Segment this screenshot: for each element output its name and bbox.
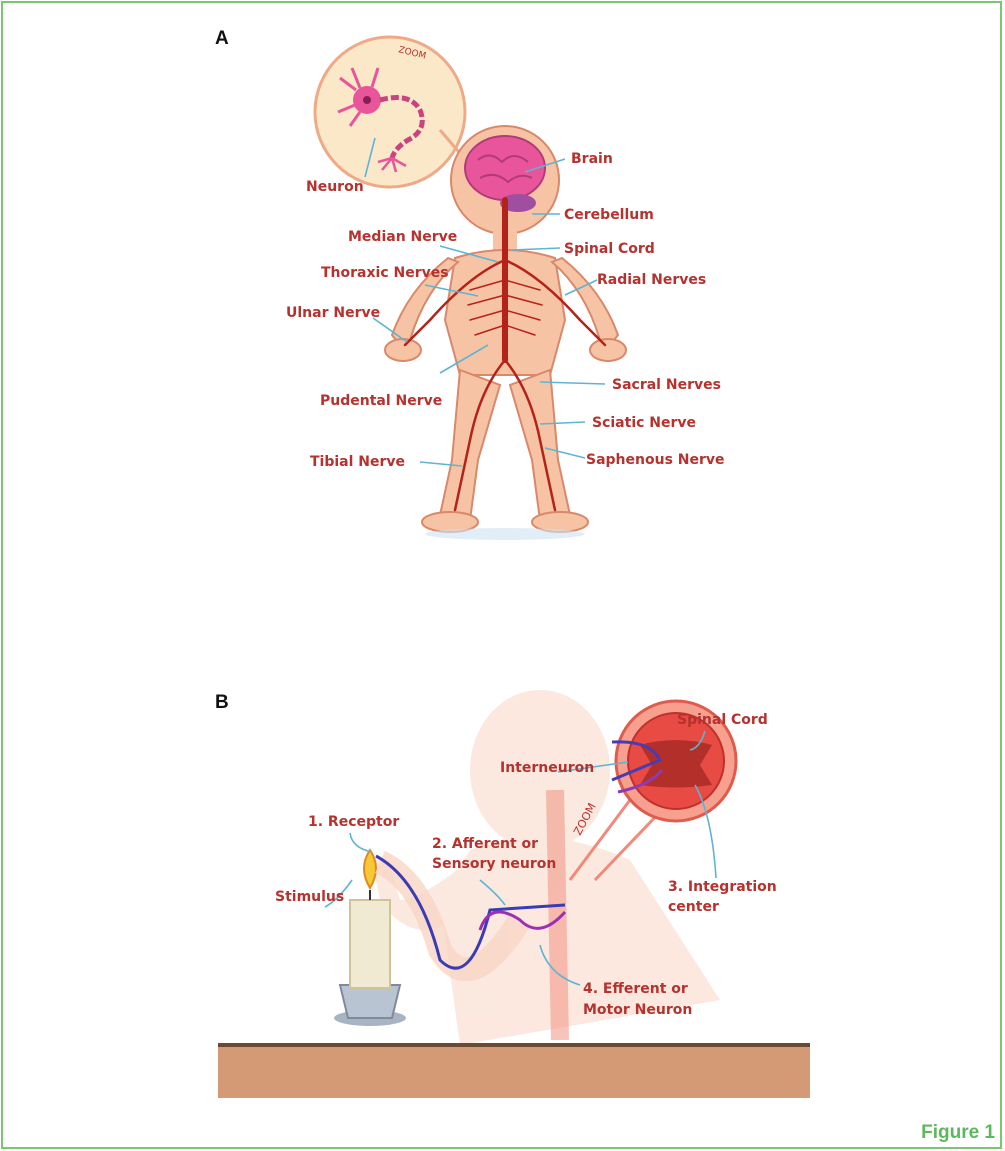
label-thoracic-nerves: Thoraxic Nerves xyxy=(321,265,449,281)
label-afferent-line1: 2. Afferent or xyxy=(432,836,538,852)
label-tibial-nerve: Tibial Nerve xyxy=(310,454,405,470)
label-afferent-line2: Sensory neuron xyxy=(432,856,556,872)
table-surface xyxy=(218,1043,810,1098)
label-ulnar-nerve: Ulnar Nerve xyxy=(286,305,380,321)
label-cerebellum: Cerebellum xyxy=(564,207,654,223)
label-stimulus: Stimulus xyxy=(275,889,344,905)
label-integration-line1: 3. Integration xyxy=(668,879,777,895)
label-efferent-line1: 4. Efferent or xyxy=(583,981,688,997)
label-median-nerve: Median Nerve xyxy=(348,229,457,245)
label-spinal-cord-a: Spinal Cord xyxy=(564,241,655,257)
label-sciatic-nerve: Sciatic Nerve xyxy=(592,415,696,431)
label-radial-nerves: Radial Nerves xyxy=(597,272,706,288)
panel-a-illustration: ZOOM xyxy=(286,37,725,540)
label-integration-line2: center xyxy=(668,899,719,915)
label-saphenous-nerve: Saphenous Nerve xyxy=(586,452,725,468)
label-efferent-line2: Motor Neuron xyxy=(583,1002,692,1018)
label-spinal-cord-b: Spinal Cord xyxy=(677,712,768,728)
label-brain: Brain xyxy=(571,151,613,167)
label-receptor: 1. Receptor xyxy=(308,814,399,830)
spine-highlight xyxy=(555,790,560,1040)
panel-b-illustration: ZOOM xyxy=(218,690,810,1098)
label-interneuron: Interneuron xyxy=(500,760,594,776)
label-sacral-nerves: Sacral Nerves xyxy=(612,377,721,393)
zoom-circle xyxy=(315,37,465,187)
label-pudental-nerve: Pudental Nerve xyxy=(320,393,442,409)
label-neuron: Neuron xyxy=(306,179,364,195)
